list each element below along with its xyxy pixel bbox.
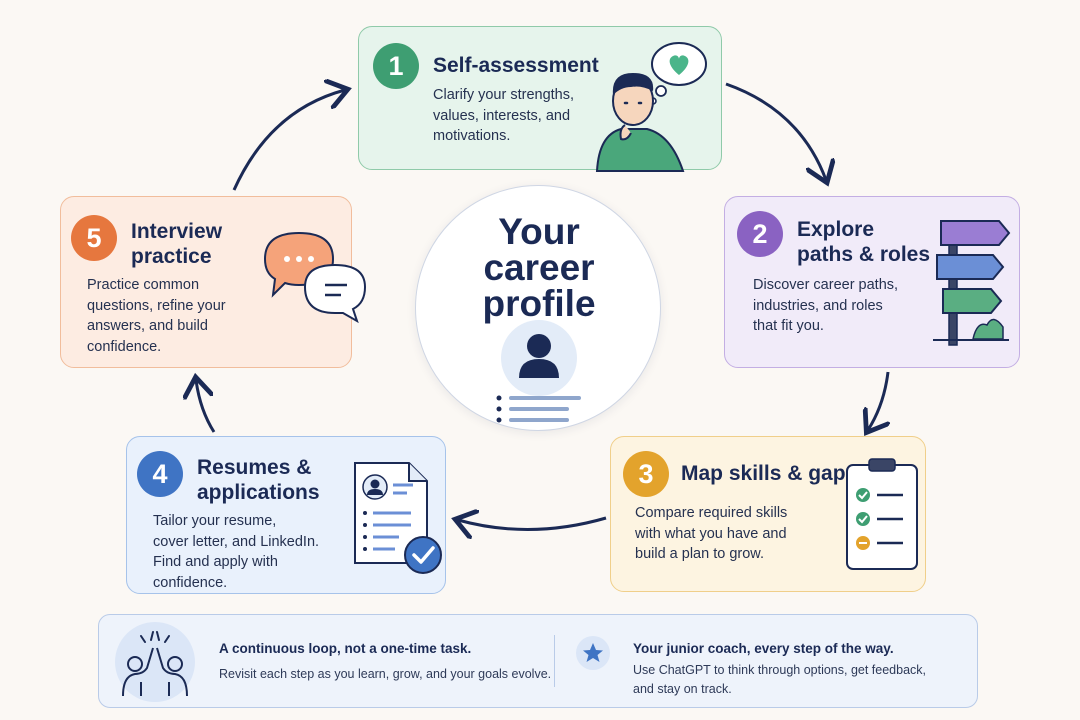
step-number-badge: 1	[373, 43, 419, 89]
step-card-map-skills: 3 Map skills & gaps Compare required ski…	[610, 436, 926, 592]
arrow-1-to-2	[725, 82, 826, 180]
banner-right-title: Your junior coach, every step of the way…	[633, 641, 894, 656]
banner-left-text: Revisit each step as you learn, grow, an…	[219, 665, 551, 684]
step-title: Map skills & gaps	[681, 461, 857, 486]
step-card-self-assessment: 1 Self-assessment Clarify your strengths…	[358, 26, 722, 172]
step-desc-line: confidence.	[153, 574, 228, 591]
step-number-badge: 2	[737, 211, 783, 257]
step-desc-line: Discover career paths,	[753, 277, 899, 293]
step-description: Practice common questions, refine your a…	[87, 275, 226, 357]
step-desc-line: Find and apply with	[153, 554, 278, 570]
step-title-line: Interview	[131, 220, 223, 243]
center-title-line: Your	[498, 211, 580, 252]
center-title: Your career profile	[416, 211, 662, 324]
step-desc-line: answers, and build	[87, 318, 208, 334]
step-desc-line: Tailor your resume,	[153, 513, 277, 529]
center-title-line: profile	[482, 283, 596, 324]
step-number-badge: 4	[137, 451, 183, 497]
banner-left-title: A continuous loop, not a one-time task.	[219, 641, 472, 656]
step-card-explore-paths: 2 Explore paths & roles Discover career …	[724, 196, 1020, 368]
step-description: Tailor your resume, cover letter, and Li…	[153, 511, 319, 593]
step-desc-line: Compare required skills	[635, 505, 788, 521]
thinking-person-icon	[595, 42, 707, 172]
step-desc-line: Clarify your strengths,	[433, 87, 575, 103]
step-description: Compare required skills with what you ha…	[635, 503, 787, 565]
arrow-5-to-1	[232, 90, 345, 191]
center-title-line: career	[483, 247, 595, 288]
resume-document-icon	[354, 462, 442, 574]
step-title-line: Resumes &	[197, 456, 312, 479]
arrow-4-to-5	[196, 380, 216, 433]
step-title-line: Explore	[797, 218, 875, 241]
career-profile-circle: Your career profile	[415, 185, 661, 431]
banner-right-text-line: and stay on track.	[633, 682, 732, 696]
step-description: Clarify your strengths, values, interest…	[433, 85, 574, 147]
step-title: Resumes & applications	[197, 455, 320, 505]
step-desc-line: with what you have and	[635, 525, 787, 542]
step-desc-line: cover letter, and LinkedIn.	[153, 533, 320, 550]
step-desc-line: values, interests, and	[433, 107, 571, 124]
signpost-icon	[933, 220, 1011, 346]
step-title-line: applications	[197, 481, 320, 504]
step-title-line: practice	[131, 245, 212, 268]
step-desc-line: industries, and roles	[753, 297, 883, 314]
clipboard-checklist-icon	[846, 458, 918, 570]
step-title: Interview practice	[131, 219, 222, 269]
arrow-2-to-3	[868, 371, 888, 430]
step-desc-line: that fit you.	[753, 318, 824, 334]
info-banner: A continuous loop, not a one-time task. …	[98, 614, 978, 708]
step-description: Discover career paths, industries, and r…	[753, 275, 898, 337]
chat-bubbles-icon	[263, 231, 367, 324]
star-icon	[576, 636, 610, 670]
high-five-icon	[115, 622, 195, 702]
step-title-line: Self-assessment	[433, 54, 599, 77]
step-number-badge: 3	[623, 451, 669, 497]
step-desc-line: build a plan to grow.	[635, 546, 764, 562]
step-desc-line: confidence.	[87, 338, 162, 355]
step-card-interview-practice: 5 Interview practice Practice common que…	[60, 196, 367, 368]
step-desc-line: questions, refine your	[87, 297, 226, 314]
step-title-line: Map skills & gaps	[681, 462, 858, 485]
banner-right-text: Use ChatGPT to think through options, ge…	[633, 661, 926, 699]
step-desc-line: Practice common	[87, 277, 200, 293]
step-desc-line: motivations.	[433, 128, 511, 144]
step-card-resumes: 4 Resumes & applications Tailor your res…	[126, 436, 446, 594]
banner-left-text-line: Revisit each step as you learn, grow, an…	[219, 667, 552, 681]
step-number-badge: 5	[71, 215, 117, 261]
step-title-line: paths & roles	[797, 243, 931, 266]
banner-right-text-line: Use ChatGPT to think through options, ge…	[633, 663, 926, 677]
arrow-3-to-4	[458, 518, 607, 530]
profile-avatar-icon	[496, 320, 581, 423]
step-title: Explore paths & roles	[797, 217, 930, 267]
step-title: Self-assessment	[433, 53, 599, 78]
banner-divider	[554, 635, 555, 687]
